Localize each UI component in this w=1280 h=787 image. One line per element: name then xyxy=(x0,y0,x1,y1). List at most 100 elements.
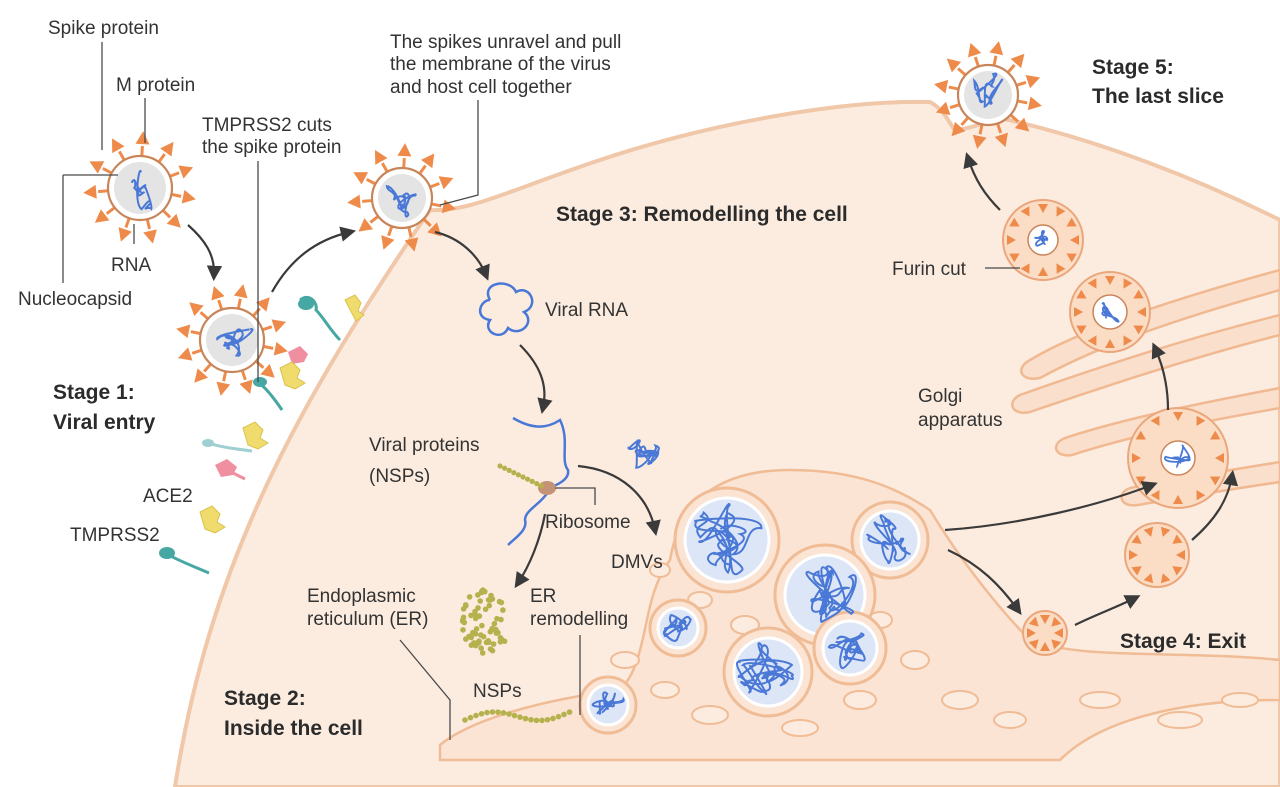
spike-head xyxy=(1028,639,1039,650)
er-bead xyxy=(479,650,486,656)
label-ribosome: Ribosome xyxy=(545,512,631,533)
er-bead xyxy=(488,627,495,634)
spike-head xyxy=(989,41,1004,56)
spike-head xyxy=(1020,206,1030,217)
spike-stalk xyxy=(199,311,210,320)
spike-head xyxy=(1066,217,1077,227)
nsp-bead xyxy=(538,483,545,489)
dmv-rna-tangles xyxy=(591,502,911,715)
spike-head xyxy=(1027,96,1042,111)
nsp-bead-chain xyxy=(462,463,573,724)
virus-core xyxy=(378,174,426,222)
nsp-bead xyxy=(467,714,474,721)
spike-head xyxy=(1150,415,1160,426)
spike-head xyxy=(1215,453,1224,463)
spike-head xyxy=(1056,206,1066,217)
spike-head xyxy=(1173,495,1183,504)
spike-head xyxy=(1133,289,1144,299)
label-tmprss2: TMPRSS2 xyxy=(70,525,160,546)
spike-head xyxy=(1027,628,1036,638)
spike-stalk xyxy=(169,171,180,178)
spike-head xyxy=(397,143,412,157)
spike-head xyxy=(1028,616,1039,627)
label-viral-rna: Viral RNA xyxy=(545,300,628,321)
tmprss2-receptor xyxy=(202,439,253,453)
label-unravel-2: the membrane of the virus xyxy=(390,54,611,75)
spike-stalk xyxy=(429,182,440,189)
er-bead xyxy=(478,645,485,651)
spike-head xyxy=(1014,117,1030,132)
spike-stalk xyxy=(157,153,166,163)
er-bead xyxy=(471,640,477,646)
label-spike-protein: Spike protein xyxy=(48,18,159,39)
spike-stalk xyxy=(102,167,113,175)
spike-head xyxy=(404,237,419,252)
spike-head xyxy=(1132,453,1141,463)
spike-stalk xyxy=(973,56,980,68)
spike-head xyxy=(1172,566,1183,576)
nsp-bead xyxy=(506,711,512,717)
nsp-bead xyxy=(517,714,523,720)
spike-head xyxy=(1210,430,1221,440)
spike-head xyxy=(1123,278,1133,289)
spike-stalk xyxy=(190,330,201,336)
er-bead xyxy=(489,647,496,654)
membrane-receptors xyxy=(159,294,365,575)
spike-head xyxy=(1131,566,1142,576)
label-tmprss2-cuts-1: TMPRSS2 cuts xyxy=(202,115,332,136)
label-dmvs: DMVs xyxy=(611,552,663,573)
spike-head xyxy=(177,347,193,361)
spike-head xyxy=(216,381,231,396)
spike-stalk xyxy=(365,178,377,186)
spike-head xyxy=(1087,278,1097,289)
spike-head xyxy=(1135,430,1146,440)
spike-head xyxy=(972,134,987,149)
spike-head xyxy=(1105,339,1115,348)
er-bead xyxy=(480,587,486,593)
tmprss2-receptor xyxy=(253,377,284,411)
spike-stalk xyxy=(236,298,242,309)
ace2-receptor xyxy=(279,361,306,390)
spike-head xyxy=(118,227,132,242)
nsp-bead xyxy=(506,467,512,473)
spike-head xyxy=(94,209,110,223)
tmprss2-receptor xyxy=(159,547,210,575)
nsp-bead xyxy=(511,470,517,476)
label-m-protein: M protein xyxy=(116,75,195,96)
spike-stalk xyxy=(254,360,265,369)
viral-rna xyxy=(479,282,534,337)
pink-receptor xyxy=(215,459,246,481)
spike-head xyxy=(178,165,194,179)
virus-core xyxy=(964,71,1012,119)
spike-head xyxy=(1137,307,1146,317)
spike-head xyxy=(273,341,288,356)
spike-stalk xyxy=(957,67,967,77)
nsp-bead xyxy=(520,474,526,480)
er-bead xyxy=(486,602,493,609)
spike-head xyxy=(1196,490,1206,501)
rna-tangle xyxy=(663,614,692,642)
spike-stalk xyxy=(145,218,151,230)
er-bead xyxy=(472,608,478,615)
rna-tangle xyxy=(736,642,794,696)
rna-tangle xyxy=(216,328,254,357)
virions xyxy=(83,41,1042,396)
er-bead xyxy=(470,629,476,636)
nsp-bead xyxy=(539,717,545,724)
spike-stalk xyxy=(1017,99,1028,105)
virus-particle xyxy=(934,41,1042,149)
spike-head xyxy=(1176,550,1185,560)
spike-stalk xyxy=(387,225,394,237)
spike-head xyxy=(935,101,951,115)
stage3-title: Stage 3: Remodelling the cell xyxy=(556,203,848,226)
spike-stalk xyxy=(381,162,389,173)
rna-tangle xyxy=(827,632,866,670)
spike-head xyxy=(381,235,395,250)
label-viral-proteins-2: (NSPs) xyxy=(369,466,430,487)
spike-stalk xyxy=(362,199,373,203)
nsp-bead xyxy=(495,709,501,715)
spike-stalk xyxy=(98,189,109,194)
spike-stalk xyxy=(1009,113,1019,123)
er-bead xyxy=(472,615,479,622)
spike-head xyxy=(1129,550,1138,560)
